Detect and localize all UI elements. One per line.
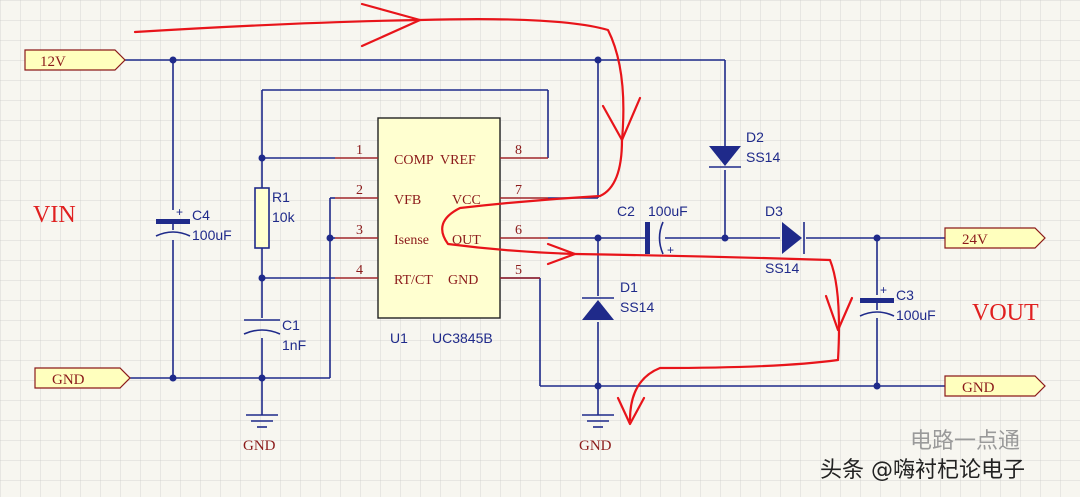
- pin-2-name: VFB: [394, 193, 421, 208]
- ground-2-label: GND: [579, 438, 612, 454]
- c1-ref: C1: [282, 317, 300, 333]
- diode-d3: D3 SS14: [765, 203, 805, 276]
- c1-value: 1nF: [282, 337, 306, 353]
- ground-symbol-1: GND: [243, 414, 278, 454]
- port-gnd-right-label: GND: [962, 380, 995, 396]
- capacitor-c3: + C3 100uF: [859, 283, 936, 323]
- pin-5-number: 5: [515, 263, 522, 278]
- c3-ref: C3: [896, 287, 914, 303]
- pin-3-number: 3: [356, 223, 363, 238]
- port-24v-label: 24V: [962, 232, 988, 248]
- svg-text:+: +: [880, 283, 887, 297]
- ic-part: UC3845B: [432, 330, 493, 346]
- pin-3-name: Isense: [394, 233, 429, 248]
- vin-label: VIN: [33, 202, 76, 228]
- ic-u1: 1 2 3 4 8 7 6 5 COMP VREF VFB VCC Isense…: [335, 117, 548, 346]
- c3-value: 100uF: [896, 307, 936, 323]
- port-gnd-left-label: GND: [52, 372, 85, 388]
- ground-symbol-2: GND: [579, 414, 614, 454]
- port-12v: 12V: [24, 49, 126, 71]
- port-24v: 24V: [944, 227, 1046, 249]
- pin-4-number: 4: [356, 263, 363, 278]
- pin-5-name: GND: [448, 273, 478, 288]
- watermark-line1: 电路一点通: [910, 429, 1020, 454]
- c4-ref: C4: [192, 207, 210, 223]
- ic-ref: U1: [390, 330, 408, 346]
- pin-8-number: 8: [515, 143, 522, 158]
- d2-value: SS14: [746, 149, 780, 165]
- capacitor-c2: + C2 100uF: [617, 203, 688, 257]
- d1-value: SS14: [620, 299, 654, 315]
- port-gnd-right: GND: [944, 375, 1046, 397]
- pin-6-name: OUT: [452, 233, 481, 248]
- d3-value: SS14: [765, 260, 799, 276]
- d2-ref: D2: [746, 129, 764, 145]
- d3-ref: D3: [765, 203, 783, 219]
- d1-ref: D1: [620, 279, 638, 295]
- diode-d2: D2 SS14: [709, 129, 780, 168]
- junction-dots: [169, 56, 881, 390]
- ground-1-label: GND: [243, 438, 276, 454]
- watermark-line2: 头条 @嗨衬杞论电子: [820, 458, 1025, 483]
- pin-1-name: COMP: [394, 153, 434, 168]
- pin-7-name: VCC: [452, 193, 481, 208]
- c2-value: 100uF: [648, 203, 688, 219]
- pin-8-name: VREF: [440, 153, 476, 168]
- resistor-r1: R1 10k: [254, 187, 296, 249]
- diode-d1: D1 SS14: [582, 279, 654, 320]
- capacitor-c4: + C4 100uF: [155, 205, 232, 243]
- port-gnd-left: GND: [34, 367, 131, 389]
- current-flow-path: [133, 2, 854, 426]
- pin-1-number: 1: [356, 143, 363, 158]
- watermark: 电路一点通 头条 @嗨衬杞论电子: [820, 429, 1025, 483]
- c2-ref: C2: [617, 203, 635, 219]
- r1-ref: R1: [272, 189, 290, 205]
- pin-4-name: RT/CT: [394, 273, 433, 288]
- r1-value: 10k: [272, 209, 296, 225]
- vout-label: VOUT: [972, 300, 1039, 326]
- c4-value: 100uF: [192, 227, 232, 243]
- pin-6-number: 6: [515, 223, 522, 238]
- pin-7-number: 7: [515, 183, 522, 198]
- port-12v-label: 12V: [40, 54, 66, 70]
- svg-text:+: +: [176, 205, 183, 219]
- svg-text:+: +: [667, 243, 674, 257]
- pin-2-number: 2: [356, 183, 363, 198]
- capacitor-c1: C1 1nF: [243, 317, 306, 353]
